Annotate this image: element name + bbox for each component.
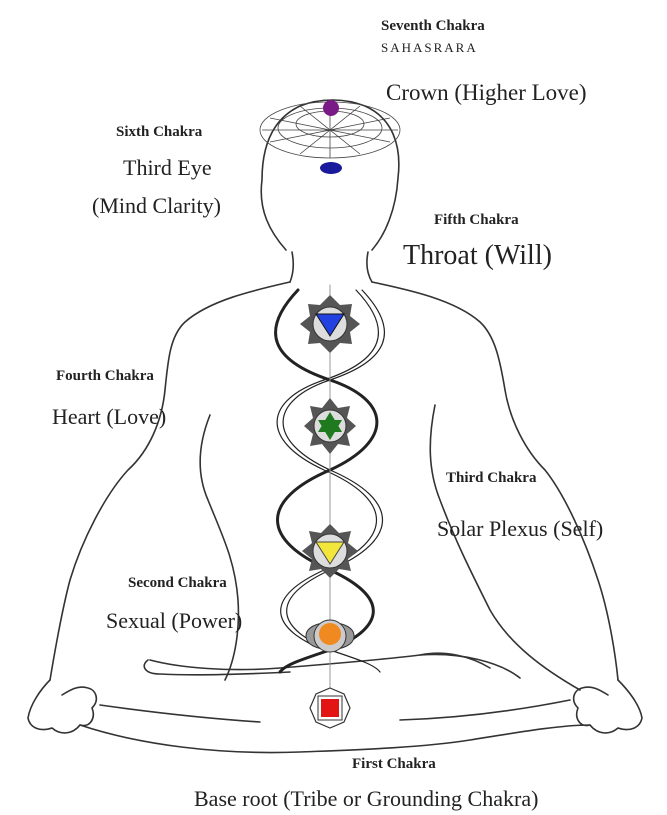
mind-clarity-label: (Mind Clarity) [92, 193, 221, 219]
heart-label: Heart (Love) [52, 404, 166, 430]
throat-chakra-symbol [300, 295, 360, 353]
base-root-label: Base root (Tribe or Grounding Chakra) [194, 786, 538, 812]
solar-plexus-label: Solar Plexus (Self) [437, 516, 603, 542]
second-chakra-heading: Second Chakra [128, 575, 227, 592]
fifth-chakra-heading: Fifth Chakra [434, 212, 519, 229]
inner-arm-right [430, 405, 580, 690]
sacral-chakra-symbol [306, 620, 354, 652]
third-eye-chakra-dot [320, 162, 342, 174]
sahasrara-label: SAHASRARA [381, 40, 478, 56]
hand-left [28, 680, 96, 733]
third-chakra-heading: Third Chakra [446, 470, 536, 487]
solar-plexus-chakra-symbol [302, 524, 358, 578]
neck-right [367, 252, 372, 282]
third-eye-label: Third Eye [123, 155, 212, 181]
neck-left [290, 252, 293, 282]
shin-line-right [400, 700, 570, 720]
heart-chakra-symbol [304, 398, 356, 454]
crown-chakra-dot [323, 100, 339, 116]
inner-arm-left [200, 415, 238, 680]
foot [144, 660, 290, 675]
leg-left [80, 725, 590, 753]
seventh-chakra-heading: Seventh Chakra [381, 18, 485, 35]
sixth-chakra-heading: Sixth Chakra [116, 124, 202, 141]
root-chakra-symbol [310, 688, 350, 728]
crown-label: Crown (Higher Love) [386, 80, 587, 106]
shin-line [100, 705, 260, 722]
throat-label: Throat (Will) [403, 240, 552, 272]
fourth-chakra-heading: Fourth Chakra [56, 368, 154, 385]
sexual-label: Sexual (Power) [106, 608, 242, 634]
first-chakra-heading: First Chakra [352, 756, 436, 773]
